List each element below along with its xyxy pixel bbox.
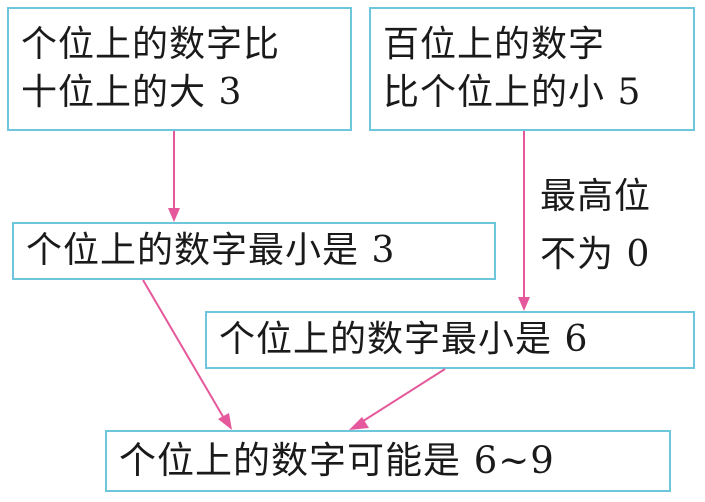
arrow-head [168, 208, 180, 222]
conclusion-box: 个位上的数字可能是 6~9 [105, 430, 671, 492]
highest-digit-not-zero-note: 最高位 不为 0 [540, 168, 651, 284]
box-text-line: 比个位上的小 5 [383, 72, 642, 113]
arrow-min3-to-conclusion [142, 279, 226, 421]
box-text-line: 十位上的大 3 [21, 72, 243, 113]
units-min-6-box: 个位上的数字最小是 6 [205, 311, 695, 369]
note-line: 不为 0 [540, 234, 651, 275]
arrow-min6-to-conclusion [359, 368, 446, 424]
units-min-3-box: 个位上的数字最小是 3 [12, 222, 496, 280]
box-text-line: 百位上的数字 [383, 24, 606, 65]
hundreds-less-than-units-box: 百位上的数字 比个位上的小 5 [369, 7, 695, 131]
box-text-line: 个位上的数字比 [21, 24, 281, 65]
note-line: 最高位 [540, 176, 652, 217]
box-text: 个位上的数字可能是 6~9 [119, 439, 555, 482]
units-greater-than-tens-box: 个位上的数字比 十位上的大 3 [7, 7, 352, 131]
arrow-head [218, 413, 232, 430]
box-text: 个位上的数字最小是 3 [26, 230, 396, 271]
box-text: 个位上的数字最小是 6 [219, 319, 589, 360]
arrow-head [349, 417, 369, 430]
arrow-head [518, 297, 530, 311]
